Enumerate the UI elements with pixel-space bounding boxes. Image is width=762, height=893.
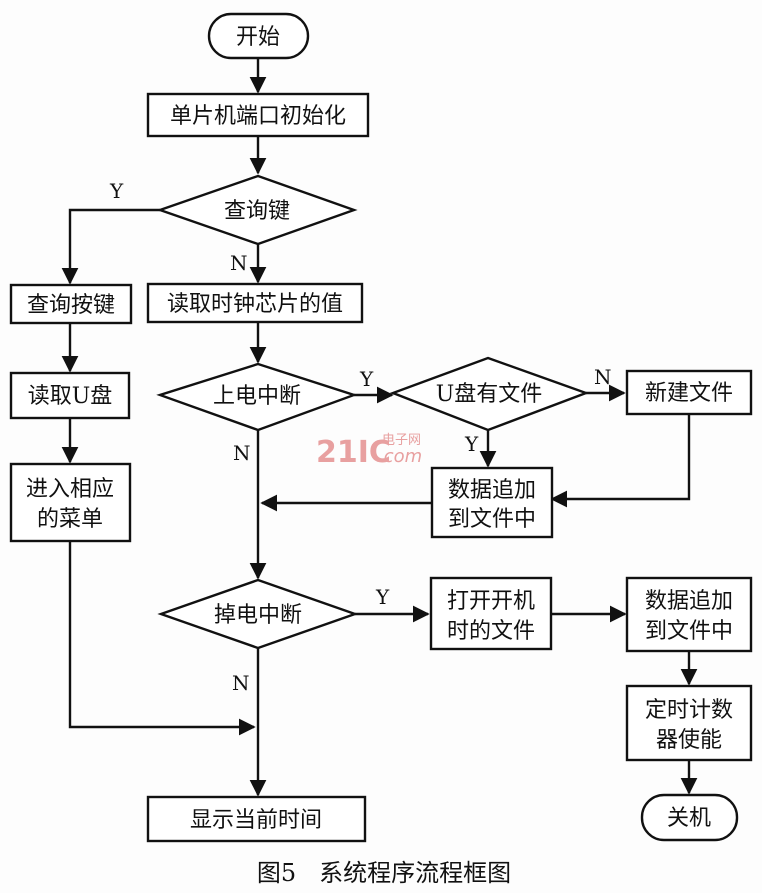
timer-line1: 定时计数 <box>645 698 733 723</box>
init-box: 单片机端口初始化 <box>146 92 370 138</box>
label-poweron-yes: Y <box>359 367 374 391</box>
power-off-decision: 掉电中断 <box>157 578 359 650</box>
label-ufile-yes: Y <box>464 432 479 456</box>
query-button-label: 查询按键 <box>27 293 115 318</box>
label-ufile-no: N <box>594 365 612 389</box>
timer-enable-box: 定时计数 器使能 <box>625 684 753 762</box>
start-node: 开始 <box>207 12 310 60</box>
read-clock-label: 读取时钟芯片的值 <box>167 292 343 317</box>
edge-menu-merge <box>68 541 256 736</box>
shutdown-label: 关机 <box>667 806 711 831</box>
read-u-box: 读取U盘 <box>9 371 131 420</box>
append1-line1: 数据追加 <box>448 478 536 503</box>
show-time-label: 显示当前时间 <box>190 808 322 833</box>
label-poweron-no: N <box>233 441 251 465</box>
append-data-box-1: 数据追加 到文件中 <box>430 466 554 539</box>
open-file-line2: 时的文件 <box>447 619 535 644</box>
append2-line1: 数据追加 <box>645 589 733 614</box>
label-query-no: N <box>230 251 248 275</box>
open-file-box: 打开开机 时的文件 <box>429 576 553 651</box>
u-file-decision: U盘有文件 <box>389 356 590 432</box>
figure-caption: 图5 系统程序流程框图 <box>257 859 511 887</box>
append2-line2: 到文件中 <box>645 619 733 644</box>
enter-menu-box: 进入相应 的菜单 <box>9 462 132 543</box>
edge-newfile-append <box>550 414 691 508</box>
watermark-cn: 电子网 <box>382 433 421 448</box>
query-key-label: 查询键 <box>224 199 290 224</box>
label-poweroff-no: N <box>232 671 250 695</box>
label-query-yes: Y <box>109 179 124 203</box>
append-data-box-2: 数据追加 到文件中 <box>625 576 753 653</box>
enter-menu-line2: 的菜单 <box>37 507 103 532</box>
read-clock-box: 读取时钟芯片的值 <box>146 282 364 324</box>
edge-query-yes <box>61 208 160 285</box>
label-poweroff-yes: Y <box>375 585 390 609</box>
shutdown-node: 关机 <box>640 793 739 842</box>
power-on-decision: 上电中断 <box>156 362 358 432</box>
connectors <box>61 58 698 797</box>
start-label: 开始 <box>236 25 280 50</box>
watermark-brand: 21IC <box>316 435 391 470</box>
new-file-label: 新建文件 <box>645 381 733 406</box>
watermark-dom: .com <box>378 446 422 467</box>
init-label: 单片机端口初始化 <box>170 104 346 129</box>
query-key-decision: 查询键 <box>156 174 358 246</box>
new-file-box: 新建文件 <box>625 369 753 416</box>
u-file-label: U盘有文件 <box>436 382 543 407</box>
watermark-logo: 21IC 电子网 .com <box>316 433 422 470</box>
read-u-label: 读取U盘 <box>28 384 113 409</box>
show-time-box: 显示当前时间 <box>146 795 367 843</box>
open-file-line1: 打开开机 <box>447 589 535 614</box>
query-button-box: 查询按键 <box>9 283 133 325</box>
append1-line2: 到文件中 <box>448 507 536 532</box>
timer-line2: 器使能 <box>656 728 722 753</box>
enter-menu-line1: 进入相应 <box>26 477 114 502</box>
power-off-label: 掉电中断 <box>214 603 302 628</box>
power-on-label: 上电中断 <box>213 384 301 409</box>
